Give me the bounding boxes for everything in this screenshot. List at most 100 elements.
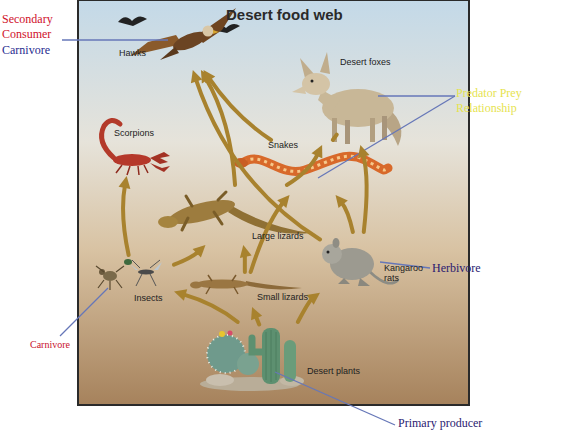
food-arrow [287, 145, 323, 185]
hawk-drawing-part [213, 30, 219, 34]
fox-drawing [292, 52, 401, 146]
annotation-label: Secondary Consumer [2, 12, 80, 42]
arrow-line [123, 185, 129, 255]
organism-label: Large lizards [252, 231, 304, 241]
large-lizard-drawing [158, 192, 312, 234]
kangaroo-rat-drawing-part [333, 238, 340, 248]
small-lizard-drawing-part [196, 280, 248, 289]
arrow-line [196, 79, 320, 240]
annotation-label: Primary producer [398, 416, 482, 431]
fox-drawing-part [332, 118, 337, 142]
arrow-line [333, 135, 337, 140]
organism-label: Desert foxes [340, 57, 391, 67]
arrow-head [193, 245, 206, 258]
organism-node: Desert foxes [290, 45, 402, 145]
food-arrow [251, 307, 262, 325]
organism-label: Kangaroo rats [384, 263, 430, 283]
food-arrow [336, 195, 353, 232]
food-arrow [119, 176, 131, 255]
organism-label: Insects [134, 293, 163, 303]
hawk-drawing-part [118, 16, 147, 26]
small-lizard-drawing-part [245, 281, 302, 289]
large-lizard-drawing-part [158, 216, 178, 228]
scorpion-drawing-part [150, 163, 170, 172]
organism-node: Kangaroo rats [320, 232, 400, 297]
small-lizard-drawing [190, 275, 302, 294]
kangaroo-rat-drawing-part [322, 244, 342, 264]
insects-drawing-part [124, 259, 132, 265]
diagram-title: Desert food web [226, 6, 343, 23]
desert-plants-drawing-part [252, 338, 262, 352]
arrow-line [341, 202, 353, 232]
organism-label: Scorpions [114, 128, 154, 138]
desert-plants-drawing [200, 328, 304, 391]
fox-drawing-part [345, 120, 350, 144]
food-arrow [204, 70, 272, 140]
organism-node: Hawks [115, 8, 250, 70]
organism-node: Desert plants [205, 322, 355, 390]
leader-line-part [318, 96, 455, 178]
arrow-line [183, 294, 238, 322]
scorpion-drawing-part [102, 120, 120, 158]
large-lizard-drawing-part [182, 192, 226, 230]
leader-line-part [62, 39, 168, 40]
fox-drawing-part [320, 52, 330, 74]
scorpion-drawing-part [116, 165, 148, 175]
organism-node: Scorpions [92, 118, 172, 176]
fox-drawing-part [292, 86, 306, 94]
arrow-head [336, 195, 348, 208]
insects-drawing-part [130, 262, 162, 270]
annotation-label: Predator Prey Relationship [456, 86, 556, 116]
arrow-line [287, 153, 318, 185]
small-lizard-drawing-part [190, 282, 202, 289]
organism-label: Hawks [119, 48, 146, 58]
food-arrow [358, 145, 370, 232]
panel-background-part [78, 0, 469, 405]
fox-drawing-part [302, 73, 330, 95]
organism-label: Desert plants [307, 366, 360, 376]
panel-background [78, 0, 469, 405]
arrow-head [240, 245, 252, 258]
fox-drawing-part [370, 118, 375, 142]
hawk-drawing [118, 8, 240, 60]
food-arrow [191, 70, 320, 240]
desert-plants-drawing-part [266, 330, 276, 382]
arrow-head [191, 70, 202, 83]
insects-drawing-part [96, 266, 124, 290]
scorpion-drawing-part [113, 154, 151, 166]
leader-line-part [378, 95, 455, 96]
arrow-head [307, 293, 320, 305]
small-lizard-drawing-part [206, 275, 238, 294]
scorpion-drawing-part [150, 152, 170, 164]
leader-line-part [275, 372, 395, 425]
kangaroo-rat-drawing-part [327, 251, 330, 254]
desert-plants-drawing-part [206, 374, 234, 386]
arrow-head [251, 307, 262, 320]
arrow-head [119, 176, 131, 189]
annotation-label: Carnivore [2, 43, 50, 58]
arrow-head [277, 195, 289, 208]
food-arrow [174, 245, 205, 265]
organism-label: Snakes [268, 140, 298, 150]
insects-drawing-part [138, 270, 154, 275]
leader-line [60, 40, 455, 425]
arrow-head [174, 289, 187, 301]
insects-drawing [96, 259, 162, 290]
desert-plants-drawing-part [228, 331, 233, 336]
arrow-line [363, 154, 367, 232]
annotation-label: Carnivore [30, 337, 70, 352]
food-arrow [174, 289, 238, 322]
hawk-drawing-part [203, 26, 214, 37]
organism-node: Small lizards [185, 272, 305, 307]
arrow-head [358, 145, 370, 158]
hawk-drawing-part [160, 47, 179, 60]
organism-node: Large lizards [160, 185, 314, 245]
food-arrow [333, 135, 337, 140]
organism-node: Insects [94, 255, 174, 305]
arrow-head [204, 70, 216, 83]
leader-line-part [60, 288, 108, 336]
insects-drawing-part [132, 260, 160, 286]
